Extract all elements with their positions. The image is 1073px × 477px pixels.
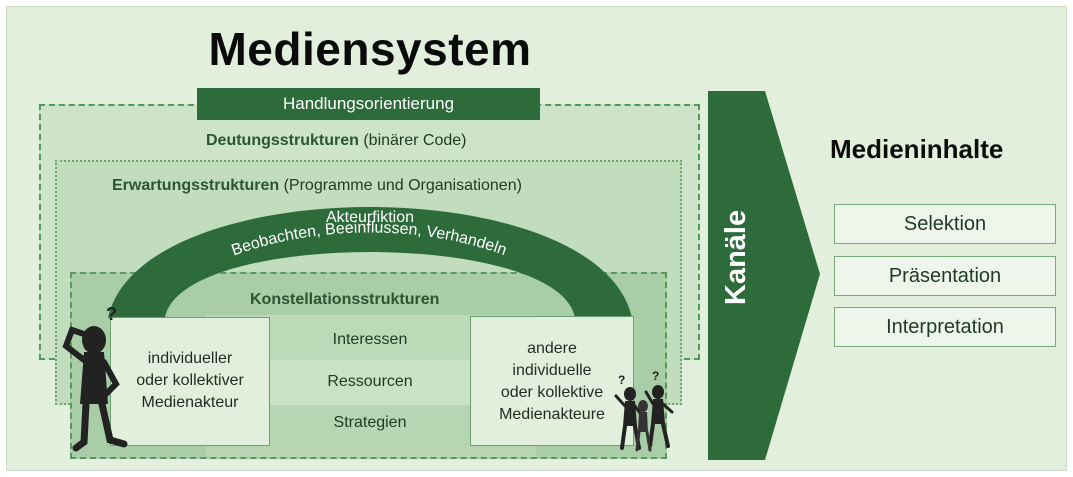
actor-left-line2: oder kollektiver xyxy=(136,372,244,389)
handlungsorientierung-bar: Handlungsorientierung xyxy=(197,88,540,120)
row-strategien: Strategien xyxy=(333,414,407,431)
actor-left-line1: individueller xyxy=(147,350,233,367)
actor-right-line2: individuelle xyxy=(512,362,592,379)
actor-left-card: individueller oder kollektiver Medienakt… xyxy=(110,317,270,446)
svg-text:?: ? xyxy=(618,373,625,387)
interpretation-box: Interpretation xyxy=(834,307,1056,347)
erwartungsstrukturen-rest: (Programme und Organisationen) xyxy=(279,177,522,194)
actor-right-line3: oder kollektive xyxy=(500,384,604,401)
arch-line1-label: Akteurfiktion xyxy=(325,209,415,226)
svg-text:?: ? xyxy=(106,306,117,324)
deutungsstrukturen-label: Deutungsstrukturen (binärer Code) xyxy=(206,132,467,150)
row-interessen: Interessen xyxy=(332,331,408,348)
erwartungsstrukturen-bold: Erwartungsstrukturen xyxy=(112,177,280,194)
thinking-figure-icon: ? xyxy=(62,306,128,452)
svg-text:?: ? xyxy=(652,370,659,383)
erwartungsstrukturen-label: Erwartungsstrukturen (Programme und Orga… xyxy=(112,177,522,195)
actor-right-card: andere individuelle oder kollektive Medi… xyxy=(470,316,634,446)
diagram-title: Mediensystem xyxy=(208,23,532,75)
akteurfiktion-arch xyxy=(108,207,632,318)
row-ressourcen: Ressourcen xyxy=(327,373,413,390)
group-of-figures-icon: ? ? xyxy=(614,370,674,452)
actor-right-line4: Medienakteure xyxy=(499,406,605,423)
actor-right-line1: andere xyxy=(527,340,577,357)
selektion-box: Selektion xyxy=(834,204,1056,244)
deutungsstrukturen-bold: Deutungsstrukturen xyxy=(206,132,359,149)
actor-left-line3: Medienakteur xyxy=(141,394,239,411)
praesentation-box: Präsentation xyxy=(834,256,1056,296)
konstellationsstrukturen-label: Konstellationsstrukturen xyxy=(250,291,440,308)
deutungsstrukturen-rest: (binärer Code) xyxy=(358,132,467,149)
kanaele-label: Kanäle xyxy=(720,209,752,305)
medieninhalte-title: Medieninhalte xyxy=(830,134,1004,164)
